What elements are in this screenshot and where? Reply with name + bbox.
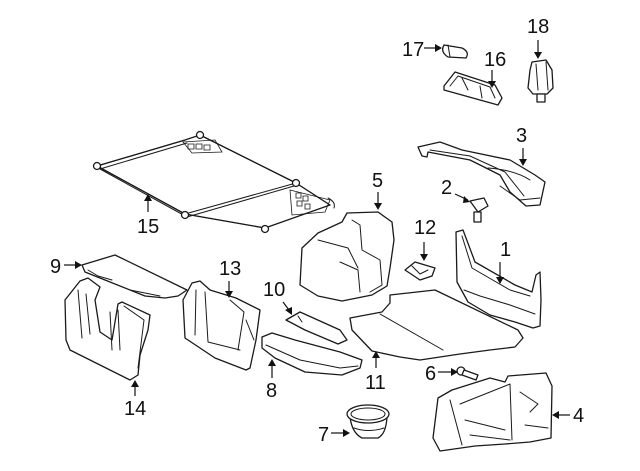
part-18-switch[interactable]	[527, 59, 554, 103]
callout-11[interactable]: 11	[365, 351, 386, 394]
part-5-side-trim-left[interactable]	[299, 211, 395, 302]
part-17-bulb[interactable]	[442, 44, 468, 59]
part-13-front-bulkhead-trim[interactable]	[182, 280, 261, 371]
svg-text:6: 6	[425, 363, 436, 385]
callout-5[interactable]: 5	[372, 170, 383, 210]
callout-17[interactable]: 17	[402, 39, 442, 61]
callout-6[interactable]: 6	[425, 363, 458, 385]
part-15-cargo-net[interactable]	[92, 130, 335, 234]
part-6-screw-clip[interactable]	[456, 366, 479, 381]
svg-text:17: 17	[402, 39, 424, 61]
part-16-lamp-housing[interactable]	[443, 71, 503, 106]
part-10-tray-cover[interactable]	[285, 311, 348, 345]
svg-text:8: 8	[266, 380, 277, 402]
part-8-storage-tray[interactable]	[261, 332, 363, 376]
callout-10[interactable]: 10	[263, 279, 292, 315]
callout-14[interactable]: 14	[124, 380, 146, 420]
callout-13[interactable]: 13	[219, 258, 241, 298]
svg-text:9: 9	[50, 256, 61, 278]
svg-text:10: 10	[263, 279, 285, 301]
part-4-side-trim-right[interactable]	[432, 372, 553, 452]
callout-8[interactable]: 8	[266, 359, 277, 402]
callout-15[interactable]: 15	[137, 194, 159, 238]
part-2-push-retainer[interactable]	[469, 197, 489, 223]
part-7-cup[interactable]	[346, 404, 390, 439]
callout-16[interactable]: 16	[484, 49, 506, 88]
svg-text:4: 4	[573, 405, 584, 427]
svg-text:1: 1	[500, 239, 511, 261]
svg-text:16: 16	[484, 49, 506, 71]
part-12-small-bracket[interactable]	[404, 261, 436, 281]
svg-text:14: 14	[124, 398, 146, 420]
callout-9[interactable]: 9	[50, 256, 82, 278]
svg-text:5: 5	[372, 170, 383, 192]
svg-text:11: 11	[365, 372, 386, 394]
callout-12[interactable]: 12	[414, 217, 436, 261]
svg-text:15: 15	[137, 216, 159, 238]
svg-text:18: 18	[527, 16, 549, 38]
callout-7[interactable]: 7	[318, 424, 350, 446]
callout-18[interactable]: 18	[527, 16, 549, 59]
svg-text:2: 2	[441, 177, 452, 199]
callout-3[interactable]: 3	[516, 125, 527, 166]
callout-4[interactable]: 4	[552, 405, 584, 427]
part-11-floor-mat[interactable]	[349, 289, 524, 361]
svg-text:3: 3	[516, 125, 527, 147]
part-14-rear-seat-back-trim[interactable]	[64, 277, 151, 381]
part-9-package-tray[interactable]	[81, 254, 188, 299]
svg-text:7: 7	[318, 424, 329, 446]
svg-text:13: 13	[219, 258, 241, 280]
part-3-rear-sill-trim[interactable]	[417, 141, 546, 207]
callout-2[interactable]: 2	[441, 177, 470, 203]
svg-text:12: 12	[414, 217, 436, 239]
callout-1[interactable]: 1	[496, 239, 511, 284]
